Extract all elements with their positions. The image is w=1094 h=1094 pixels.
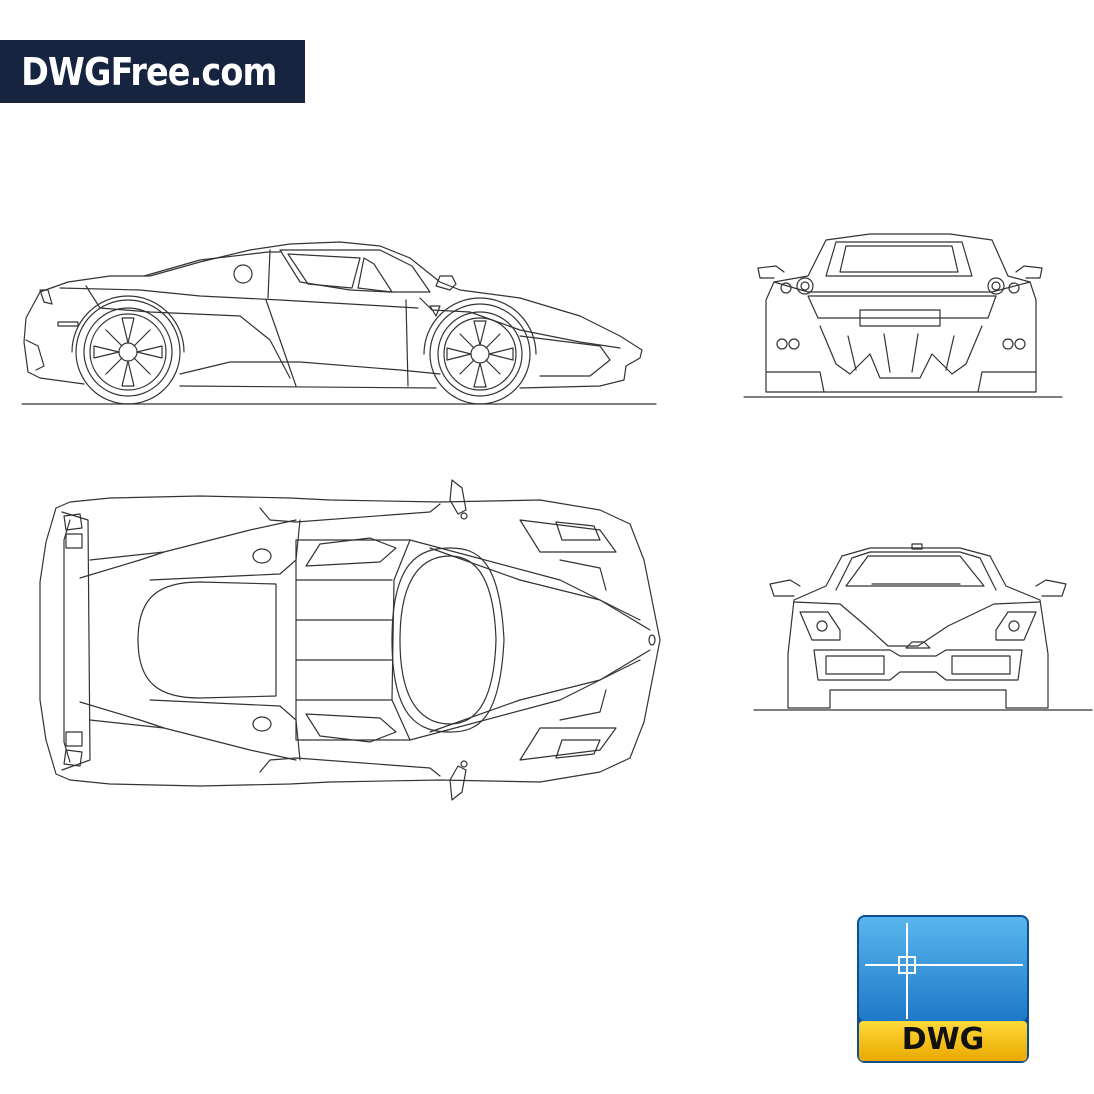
front-elevation-view [753,543,1093,711]
dwg-file-icon: DWG [855,913,1031,1065]
top-plan-view [39,479,661,801]
dwg-badge-label: DWG [901,1022,985,1057]
site-logo[interactable]: DWGFree.com [0,40,305,103]
site-logo-text: DWGFree.com [21,49,277,94]
side-rear-wheel [429,303,531,405]
side-front-wheel [75,299,181,405]
side-elevation-view [21,241,657,405]
dwg-badge-graphic [857,915,1029,1063]
rear-elevation-view [743,233,1063,398]
